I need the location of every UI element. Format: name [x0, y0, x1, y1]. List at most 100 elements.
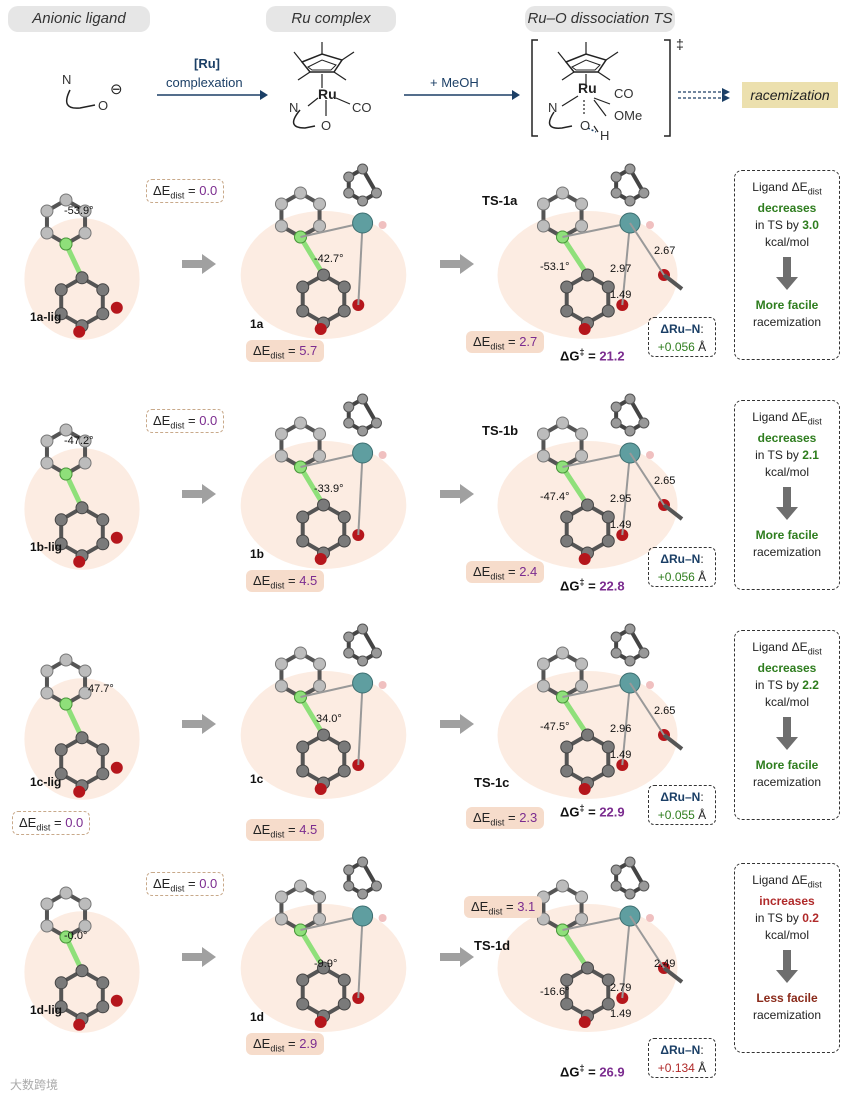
- summary-ligand-text: Ligand ΔE: [752, 873, 807, 887]
- gray-arrow-icon: [440, 483, 476, 505]
- anionic-ligand-label: Anionic ligand: [8, 6, 150, 32]
- carbon-atom: [338, 765, 350, 777]
- summary-line-4: kcal/mol: [735, 927, 839, 944]
- ts-distance-o-h-4: 1.49: [610, 1008, 631, 1020]
- co-oxygen: [646, 681, 654, 689]
- co-oxygen: [379, 681, 387, 689]
- ruthenium-atom: [353, 906, 373, 926]
- carbon-atom: [41, 920, 53, 932]
- carbon-atom: [338, 998, 350, 1010]
- gray-arrow-shape: [182, 947, 216, 967]
- complex-angle-1: -42.7°: [314, 253, 343, 265]
- carbon-atom: [576, 450, 588, 462]
- ts-distance-o-h-3: 1.49: [610, 749, 631, 761]
- gray-arrow-icon: [182, 253, 218, 275]
- ru-n-value: +0.056: [658, 340, 695, 354]
- carbon-atom: [537, 658, 549, 670]
- summary-line-2: decreases: [735, 200, 839, 217]
- oxygen-atom: [315, 323, 327, 335]
- down-arrow-shape: [776, 717, 798, 750]
- carbon-atom: [41, 665, 53, 677]
- delta-e-symbol: ΔE: [473, 564, 490, 579]
- delta-e-value: 0.0: [65, 815, 83, 830]
- equals-sign: =: [184, 183, 199, 198]
- gray-arrow-icon: [182, 713, 218, 735]
- ts-distance-ru-o-2: 2.95: [610, 493, 631, 505]
- down-arrow-icon: [775, 487, 799, 521]
- carbon-atom: [97, 514, 109, 526]
- cp-carbon: [344, 648, 354, 658]
- carbon-atom: [318, 499, 330, 511]
- carbon-atom: [41, 457, 53, 469]
- cp-carbon: [611, 632, 621, 642]
- carbon-atom: [97, 284, 109, 296]
- equals-sign: =: [284, 822, 299, 837]
- carbon-atom: [602, 765, 614, 777]
- carbon-atom: [338, 535, 350, 547]
- carbon-atom: [41, 205, 53, 217]
- carbon-atom: [561, 741, 573, 753]
- carbon-atom: [295, 187, 307, 199]
- delta-e-value: 0.0: [199, 183, 217, 198]
- scheme-o-2: O: [321, 118, 331, 133]
- ts-distance-ru-o-meoh-2: 2.65: [654, 475, 675, 487]
- carbon-atom: [338, 511, 350, 523]
- co-oxygen: [379, 914, 387, 922]
- delta-g-1: ΔG‡ = 21.2: [560, 347, 625, 363]
- carbon-atom: [41, 687, 53, 699]
- equals-sign: =: [504, 564, 519, 579]
- delta-g-value: 21.2: [599, 348, 624, 363]
- ts-distance-ru-o-3: 2.96: [610, 723, 631, 735]
- gray-arrow-shape: [440, 254, 474, 274]
- complex-label-3: 1c: [250, 772, 263, 786]
- ru-n-text: ΔRu–N: [660, 552, 700, 566]
- carbon-atom: [318, 269, 330, 281]
- down-arrow-shape: [776, 257, 798, 290]
- oxygen-atom: [111, 532, 123, 544]
- summary-box-1: Ligand ΔEdistdecreasesin TS by 3.0kcal/m…: [734, 170, 840, 360]
- oxygen-atom: [73, 556, 85, 568]
- carbon-atom: [79, 457, 91, 469]
- gray-arrow-icon: [440, 253, 476, 275]
- gray-arrow-icon: [440, 713, 476, 735]
- equals-sign: =: [284, 573, 299, 588]
- equals-sign: =: [502, 899, 517, 914]
- dist-subscript: dist: [270, 830, 284, 840]
- ru-n-label: ΔRu–N:: [649, 550, 715, 568]
- gray-arrow-shape: [440, 947, 474, 967]
- oxygen-atom: [579, 783, 591, 795]
- cp-carbon: [344, 865, 354, 875]
- colon: :: [700, 1043, 703, 1057]
- co-oxygen: [646, 451, 654, 459]
- cp-carbon: [625, 394, 635, 404]
- ts-scheme-ome: OMe: [614, 108, 642, 123]
- equals-sign: =: [584, 1064, 599, 1079]
- carbon-atom: [76, 965, 88, 977]
- delta-g-3: ΔG‡ = 22.9: [560, 803, 625, 819]
- summary-ligand-text: Ligand ΔE: [752, 180, 807, 194]
- delta-g-symbol: ΔG: [560, 578, 579, 593]
- cp-carbon: [611, 172, 621, 182]
- cp-carbon: [611, 418, 621, 428]
- cp-carbon: [344, 188, 354, 198]
- complex-angle-2: -33.9°: [314, 483, 343, 495]
- summary-line-5: More facile: [735, 757, 839, 774]
- carbon-atom: [275, 891, 287, 903]
- ts-scheme-ru: Ru: [578, 80, 597, 96]
- ts-label-3: TS-1c: [474, 775, 509, 790]
- cp-carbon: [358, 624, 368, 634]
- ts-dist-box-1: ΔEdist = 2.7: [466, 331, 544, 353]
- ts-distance-o-h-1: 1.49: [610, 289, 631, 301]
- cp-carbon: [639, 188, 649, 198]
- gray-arrow-icon: [440, 946, 476, 968]
- carbon-atom: [582, 962, 594, 974]
- dist-subscript: dist: [808, 646, 822, 656]
- summary-line-5: More facile: [735, 527, 839, 544]
- cp-carbon: [344, 172, 354, 182]
- delta-g-symbol: ΔG: [560, 1064, 579, 1079]
- complex-label-2: 1b: [250, 547, 264, 561]
- delta-g-value: 26.9: [599, 1064, 624, 1079]
- carbon-atom: [582, 269, 594, 281]
- dist-subscript: dist: [270, 581, 284, 591]
- ru-n-text: ΔRu–N: [660, 1043, 700, 1057]
